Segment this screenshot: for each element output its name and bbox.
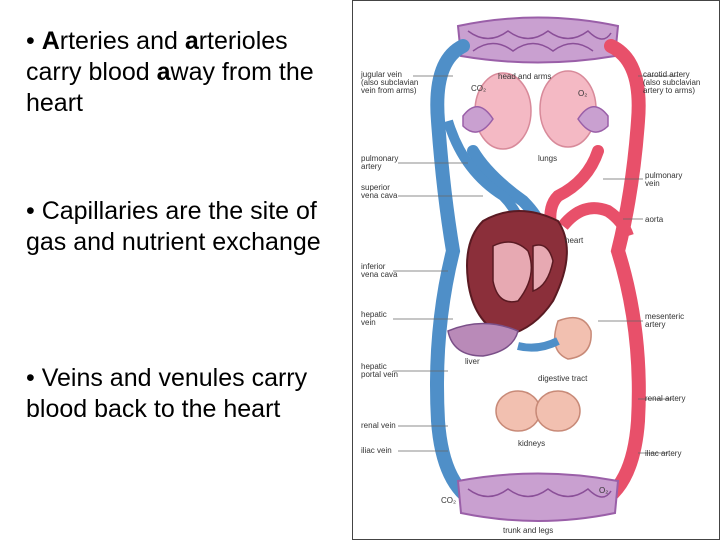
svg-text:iliac vein: iliac vein	[361, 446, 392, 455]
bullet-arteries: • Arteries and arterioles carry blood aw…	[26, 27, 314, 117]
svg-text:liver: liver	[465, 357, 480, 366]
svg-text:aorta: aorta	[645, 215, 664, 224]
svg-text:vena cava: vena cava	[361, 191, 398, 200]
svg-text:(also subclavian: (also subclavian	[361, 78, 418, 87]
left-vein-loop	[430, 39, 490, 513]
svg-text:renal artery: renal artery	[645, 394, 685, 403]
svg-text:heart: heart	[565, 236, 584, 245]
pulmonary-vein	[544, 145, 604, 232]
diagram-labels: jugular vein (also subclavian vein from …	[360, 70, 700, 535]
svg-text:CO₂: CO₂	[471, 84, 486, 93]
svg-text:head and arms: head and arms	[498, 72, 551, 81]
circulatory-diagram: jugular vein (also subclavian vein from …	[352, 0, 720, 540]
right-artery-loop	[586, 39, 646, 513]
svg-text:artery to arms): artery to arms)	[643, 86, 695, 95]
bullet-capillaries: • Capillaries are the site of gas and nu…	[26, 197, 321, 256]
svg-text:hepatic: hepatic	[361, 362, 387, 371]
svg-text:lungs: lungs	[538, 154, 557, 163]
svg-text:vein: vein	[361, 318, 376, 327]
svg-text:artery: artery	[645, 320, 665, 329]
svg-text:inferior: inferior	[361, 262, 386, 271]
svg-text:renal vein: renal vein	[361, 421, 396, 430]
left-kidney	[495, 390, 541, 432]
lung-capillary-right	[577, 106, 609, 133]
svg-text:vena cava: vena cava	[361, 270, 398, 279]
circulation-svg: jugular vein (also subclavian vein from …	[360, 16, 700, 535]
svg-text:O₂: O₂	[578, 89, 587, 98]
svg-text:(also subclavian: (also subclavian	[643, 78, 700, 87]
svg-text:CO₂: CO₂	[441, 496, 456, 505]
svg-text:trunk and legs: trunk and legs	[503, 526, 553, 535]
aorta	[558, 202, 634, 239]
svg-text:O₂: O₂	[599, 486, 608, 495]
svg-text:pulmonary: pulmonary	[645, 171, 682, 180]
svg-text:mesenteric: mesenteric	[645, 312, 684, 321]
svg-text:iliac artery: iliac artery	[645, 449, 681, 458]
svg-text:vein from arms): vein from arms)	[361, 86, 417, 95]
svg-text:portal vein: portal vein	[361, 370, 398, 379]
trunk-capillary-mesh	[467, 488, 612, 498]
head-capillary-mesh	[467, 30, 612, 52]
lung-capillary-left	[462, 106, 494, 133]
svg-text:vein: vein	[645, 179, 660, 188]
svg-text:pulmonary: pulmonary	[361, 154, 398, 163]
bullet-veins: • Veins and venules carry blood back to …	[26, 364, 308, 423]
svg-text:digestive tract: digestive tract	[538, 374, 588, 383]
svg-text:superior: superior	[361, 183, 390, 192]
digestive-tract	[553, 316, 592, 360]
svg-text:kidneys: kidneys	[518, 439, 545, 448]
svg-text:artery: artery	[361, 162, 381, 171]
right-kidney	[535, 390, 581, 432]
svg-text:jugular vein: jugular vein	[360, 70, 402, 79]
hepatic-portal-vein	[517, 337, 560, 352]
head-capillary-bed	[456, 16, 620, 64]
svg-text:carotid artery: carotid artery	[643, 70, 690, 79]
svg-text:hepatic: hepatic	[361, 310, 387, 319]
liver	[447, 322, 519, 357]
heart-chambers	[492, 241, 554, 303]
leader-lines	[393, 75, 678, 454]
trunk-capillary-bed	[456, 472, 620, 522]
